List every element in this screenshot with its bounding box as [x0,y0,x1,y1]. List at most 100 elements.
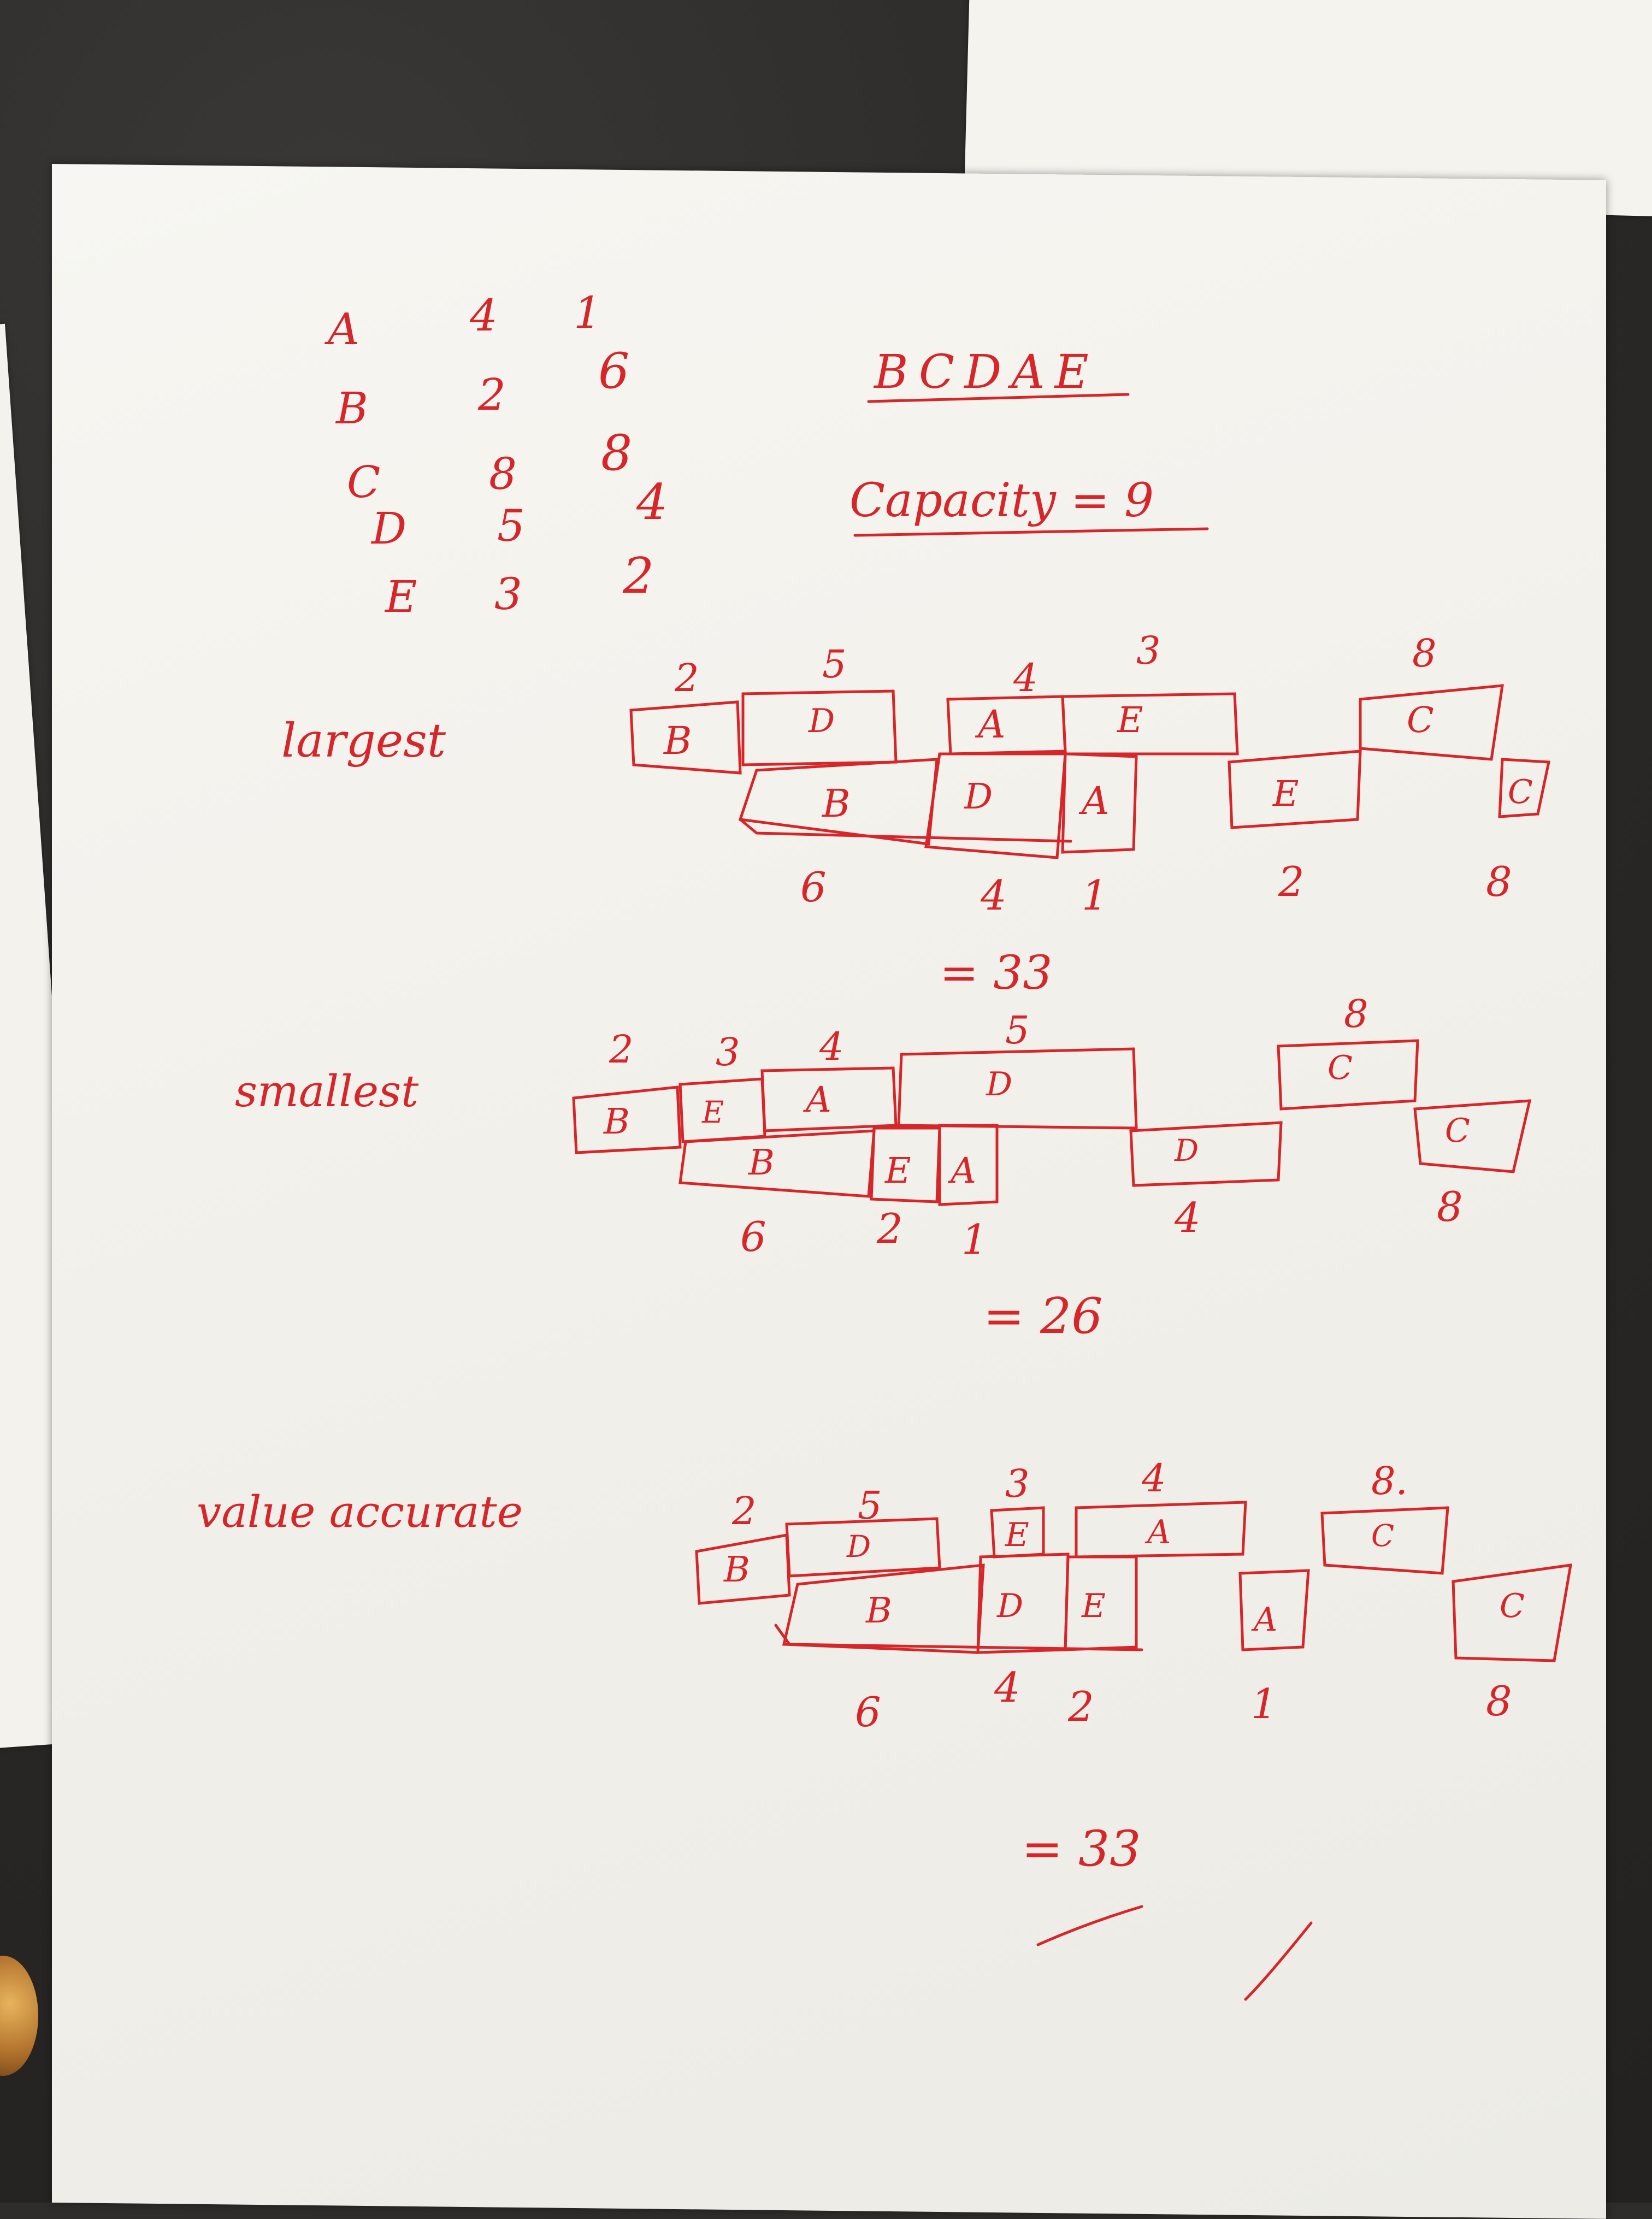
table-item-b: B [335,383,368,434]
table-size-b: 2 [477,369,506,420]
table-value-e: 2 [622,547,654,605]
weight-label: 3 [1136,628,1161,673]
value-label: 2 [1278,858,1305,906]
table-item-d: D [370,503,406,554]
box-label: B [821,781,850,826]
table-value-a: 1 [574,287,601,338]
box-label: D [808,702,835,740]
weight-label: 8 [1412,631,1437,676]
box-label: E [1005,1516,1029,1554]
value-label: 4 [980,871,1007,919]
item-box [897,1047,1138,1130]
item-box [760,1066,898,1132]
weight-label: 4 [819,1024,844,1069]
item-box [1075,1501,1247,1559]
item-box [946,695,1067,756]
item-box [678,1129,876,1198]
item-box [1320,1506,1449,1575]
item-box [1413,1099,1532,1173]
total-label: = 26 [983,1288,1103,1345]
item-box [1061,752,1138,854]
box-label: A [975,702,1006,747]
box-label: A [803,1079,831,1120]
table-item-a: A [324,304,359,355]
pen-mark [1244,1921,1313,2001]
box-label: A [1144,1513,1171,1551]
table-value-d: 4 [636,474,668,531]
item-box [1277,1039,1419,1111]
box-label: D [996,1587,1023,1625]
value-label: 1 [1082,871,1108,919]
box-label: B [663,718,692,763]
box-label: C [1445,1112,1470,1150]
item-box [1228,749,1362,829]
box-label: D [1174,1133,1199,1168]
box-label: C [1407,700,1434,741]
weight-label: 2 [731,1489,757,1533]
section-largest: largest 2 5 4 3 8 B D A E C B D A E C 6 … [281,628,1551,1000]
weight-label: 3 [716,1030,740,1075]
order-label: BCDAE [873,345,1099,399]
box-label: B [748,1142,775,1183]
table-size-c: 8 [489,448,517,499]
value-label: 6 [855,1688,881,1736]
weight-label: 5 [822,642,847,687]
section-smallest: smallest 2 3 4 5 8 B E A D C B E A D C 6… [235,992,1532,1345]
section-label: value accurate [197,1486,523,1537]
item-box [785,1517,941,1578]
table-item-c: C [347,457,380,507]
section-value-accurate: value accurate 2 5 3 4 8. B D E A C B D … [197,1456,1573,2001]
value-label: 1 [1251,1680,1277,1728]
box-label: D [846,1529,871,1564]
item-box [924,752,1067,859]
header-notes: BCDAE Capacity = 9 [849,345,1209,537]
value-label: 2 [1067,1683,1094,1731]
item-box [938,1124,999,1206]
connector-line [739,818,1072,843]
box-label: B [603,1101,630,1142]
value-label: 6 [740,1213,766,1261]
section-label: largest [281,714,446,768]
connector-line [774,1624,1143,1651]
box-label: A [1251,1601,1277,1639]
weight-label: 5 [1005,1008,1030,1053]
item-box [629,700,742,775]
section-label: smallest [235,1066,419,1117]
table-value-b: 6 [598,343,629,400]
value-label: 6 [800,863,827,911]
order-underline [867,393,1130,403]
box-label: E [1272,774,1299,815]
table-item-e: E [384,571,417,622]
table-size-a: 4 [469,290,498,341]
box-label: C [1508,773,1533,811]
item-box [1238,1569,1310,1651]
item-box [738,758,939,846]
box-label: D [986,1065,1012,1103]
item-box [1129,1121,1283,1187]
table-size-d: 5 [497,500,525,551]
item-table: A 4 1 B 2 6 C 8 8 D 5 4 E 3 2 [324,287,668,622]
item-box [695,1533,791,1605]
table-value-c: 8 [601,424,632,482]
box-label: B [723,1549,750,1590]
value-label: 8 [1437,1183,1463,1231]
capacity-label: Capacity = 9 [849,474,1154,528]
value-label: 8 [1486,1677,1512,1725]
item-box [870,1126,941,1203]
weight-label: 8. [1371,1459,1408,1503]
box-label: E [701,1095,724,1130]
weight-label: 8 [1344,992,1368,1036]
value-label: 4 [1174,1194,1201,1242]
item-box [1498,758,1551,818]
weight-label: 2 [609,1027,634,1072]
checkmark-stroke [1036,1905,1143,1946]
weight-label: 4 [1013,656,1038,700]
box-label: E [1117,700,1143,741]
weight-label: 4 [1141,1456,1166,1501]
item-box [1359,684,1504,761]
item-box [1064,1555,1138,1651]
box-label: A [948,1150,976,1191]
value-label: 1 [961,1215,988,1264]
total-label: = 33 [1022,1820,1141,1878]
